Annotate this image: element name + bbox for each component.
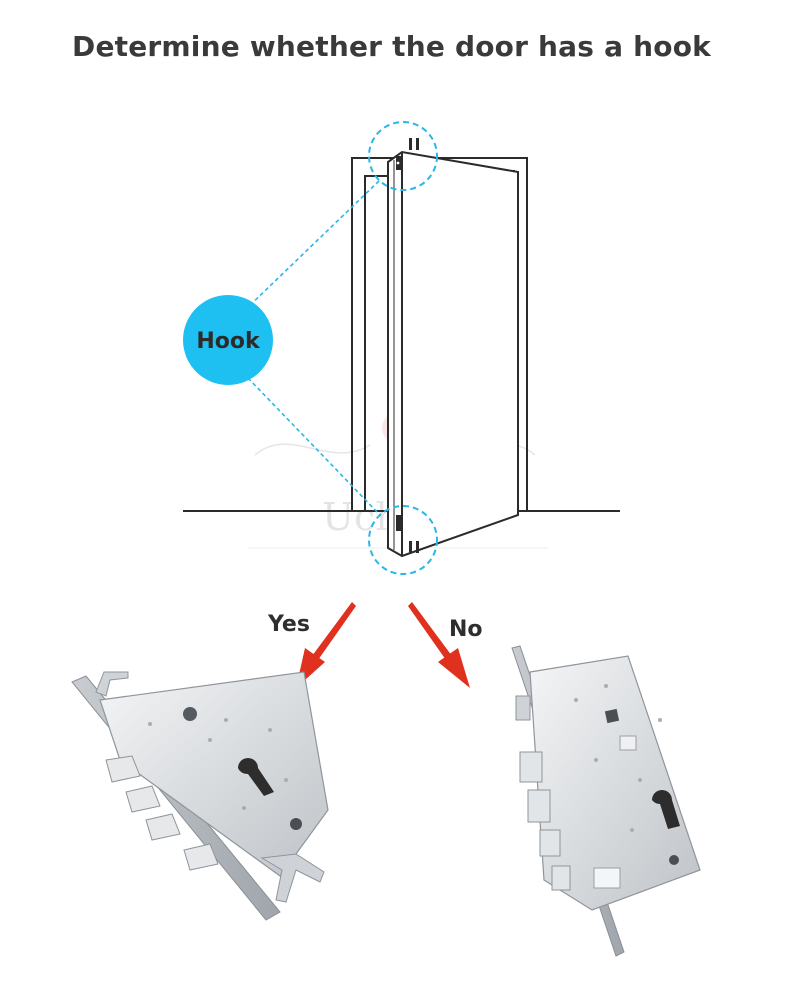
no-label: No [449,617,483,642]
no-arrow [408,602,470,688]
bottom-hook-bolts [396,515,419,553]
callout-lines [244,179,381,516]
door-leaf [387,150,519,558]
page-title: Determine whether the door has a hook [72,30,711,63]
bottom-hook-highlight [368,505,438,575]
hook-label: Hook [196,329,261,354]
top-hook-bolts [396,138,419,170]
yes-label: Yes [268,612,310,637]
lock-body-without-hooks [511,645,701,957]
hook-bubble [183,295,273,385]
top-hook-highlight [368,121,438,191]
lock-body-with-hooks [71,671,329,921]
